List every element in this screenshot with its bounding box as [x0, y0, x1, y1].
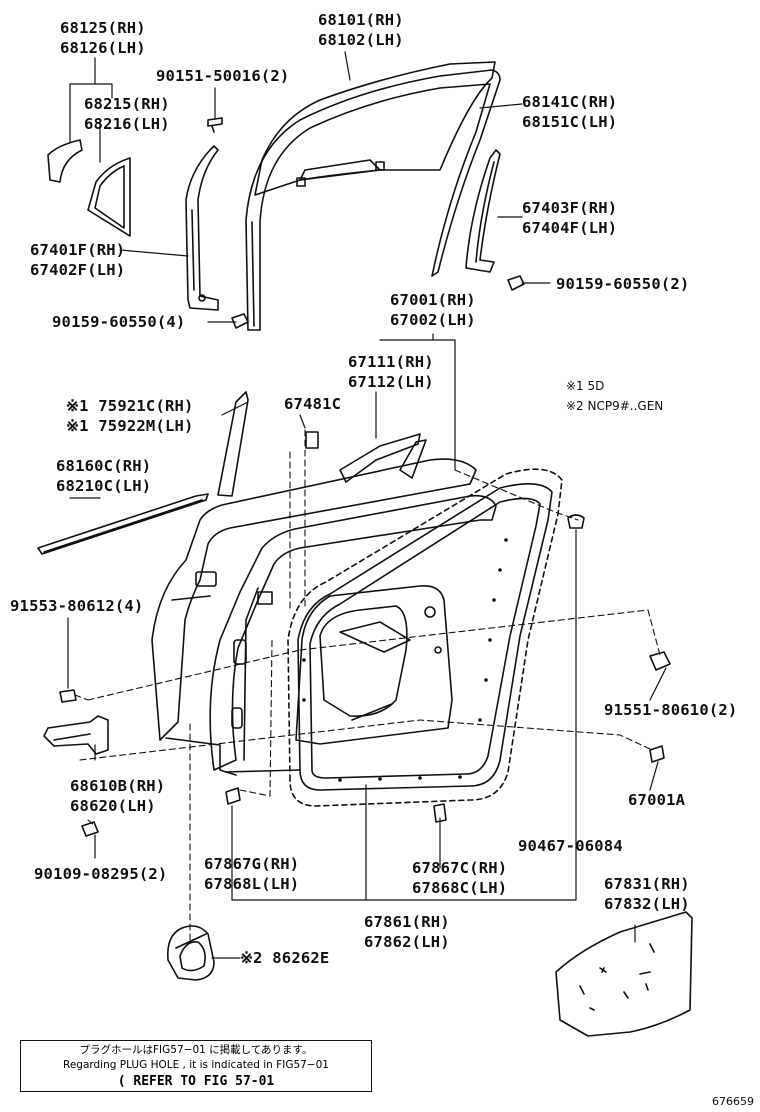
- reference-line-en: Regarding PLUG HOLE , it is indicated in…: [63, 1059, 329, 1071]
- part-67403-rear-sash: [465, 149, 501, 273]
- label-68125: 68125(RH)68126(LH): [60, 19, 146, 57]
- part-90151-screw: [207, 117, 223, 133]
- label-91551: 91551-80610(2): [604, 701, 738, 719]
- part-67867G-clip: [225, 787, 241, 805]
- part-68125-garnish: [47, 139, 83, 183]
- part-67001-door-shell: [151, 458, 477, 776]
- part-door-inner-frame: [209, 494, 497, 773]
- part-68215-quarter-glass: [87, 157, 131, 237]
- label-67831: 67831(RH)67832(LH): [604, 875, 690, 913]
- label-68101: 68101(RH)68102(LH): [318, 11, 404, 49]
- part-inner-panel: [295, 584, 453, 745]
- label-67861: 67861(RH)67862(LH): [364, 913, 450, 951]
- part-75921-pillar-garnish: [217, 391, 249, 497]
- part-90109-bolt: [81, 821, 99, 837]
- label-67001A: 67001A: [628, 791, 686, 809]
- part-90159-bolt-b: [507, 275, 525, 291]
- reference-line-jp: プラグホールはFIG57−01 に掲載してあります。: [79, 1044, 313, 1056]
- part-91551-bolt: [649, 651, 671, 671]
- part-67481-pad: [305, 431, 319, 449]
- label-67001: 67001(RH)67002(LH): [390, 291, 476, 329]
- part-90159-bolt-a: [231, 313, 249, 329]
- label-90159-4: 90159-60550(4): [52, 313, 186, 331]
- label-90159-2: 90159-60550(2): [556, 275, 690, 293]
- weatherstrip-clips: [302, 538, 508, 782]
- label-68215: 68215(RH)68216(LH): [84, 95, 170, 133]
- part-67401-run-channel: [185, 145, 219, 311]
- reference-line-fig: ( REFER TO FIG 57-01: [117, 1074, 275, 1089]
- label-90467: 90467-06084: [518, 837, 623, 855]
- part-67867C-clip: [433, 803, 447, 823]
- label-67401: 67401F(RH)67402F(LH): [30, 241, 126, 279]
- part-90467-clip: [567, 514, 585, 529]
- diagram-id: 676659: [712, 1095, 754, 1108]
- label-67111: 67111(RH)67112(LH): [348, 353, 434, 391]
- note-5d: ※1 5D: [566, 379, 605, 393]
- part-67861-door-weatherstrip: [287, 468, 563, 807]
- note-ncp9: ※2 NCP9#..GEN: [566, 399, 664, 413]
- label-90109: 90109-08295(2): [34, 865, 168, 883]
- label-91553: 91553-80612(4): [10, 597, 144, 615]
- label-75921: ※1 75921C(RH)※1 75922M(LH): [66, 397, 194, 435]
- label-67867C: 67867C(RH)67868C(LH): [412, 859, 508, 897]
- part-68160-belt-moulding: [37, 493, 209, 555]
- part-67001A-clip: [649, 745, 665, 763]
- label-67481: 67481C: [284, 395, 342, 413]
- part-68610-door-check: [43, 715, 109, 755]
- part-91553-bolt: [59, 689, 77, 703]
- label-86262: ※2 86262E: [240, 949, 330, 967]
- part-67111-weatherstrip: [339, 433, 427, 483]
- label-90151: 90151-50016(2): [156, 67, 290, 85]
- part-68101-door-glass: [254, 61, 496, 196]
- label-68141: 68141C(RH)68151C(LH): [522, 93, 618, 131]
- leader-lines: [67, 51, 667, 959]
- part-68141-glass-run: [245, 69, 501, 331]
- label-68160: 68160C(RH)68210C(LH): [56, 457, 152, 495]
- part-67831-service-cover: [555, 911, 693, 1037]
- label-68610: 68610B(RH)68620(LH): [70, 777, 166, 815]
- label-67867G: 67867G(RH)67868L(LH): [204, 855, 300, 893]
- part-86262-plug: [166, 925, 215, 981]
- reference-note-box: プラグホールはFIG57−01 に掲載してあります。 Regarding PLU…: [20, 1040, 372, 1092]
- label-67403: 67403F(RH)67404F(LH): [522, 199, 618, 237]
